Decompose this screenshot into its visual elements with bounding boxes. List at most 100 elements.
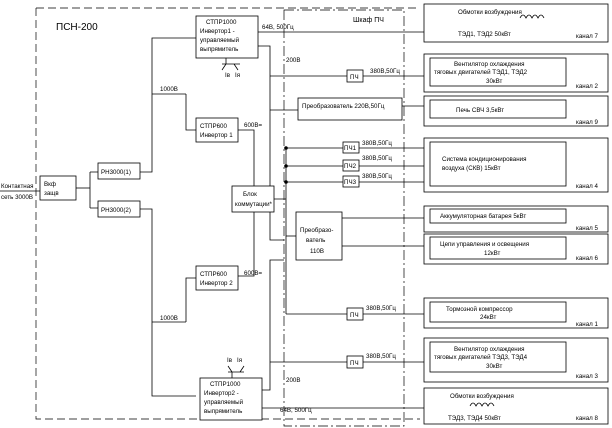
f380-5: 380В,50Гц	[366, 305, 396, 312]
bus-1000-bot	[140, 208, 196, 397]
bus-1000-top	[140, 37, 196, 173]
stpr1000-bot-l3: управляемый	[204, 399, 244, 406]
v600-bot-label: 600В=	[244, 270, 262, 277]
k8-coil-icon	[469, 402, 495, 407]
k6-ch: канал 6	[576, 255, 598, 262]
k6-inner	[429, 236, 567, 260]
stpr1000-top-box	[195, 15, 259, 59]
source-label-1: Контактная	[1, 183, 34, 190]
load-k8	[423, 387, 609, 425]
k8-l1: Обмотки возбуждения	[450, 393, 514, 400]
blok-box	[231, 185, 275, 213]
conv110-l3: 110В	[310, 248, 324, 255]
v600-top-label: 600В=	[244, 122, 262, 129]
k2-l2: тяговых двигателей ТЭД1, ТЭД2	[434, 69, 528, 76]
k4-ch: канал 4	[576, 183, 598, 190]
conv110-out	[342, 217, 430, 247]
source-label-2: сеть 3000В	[1, 194, 33, 201]
k3-inner	[429, 341, 567, 373]
conv220-box	[297, 97, 403, 121]
stpr600-top-box	[195, 117, 239, 143]
blok-l2: коммутации*	[235, 201, 273, 208]
pch1-box	[342, 141, 360, 154]
v1000-top-label: 1000В	[160, 86, 178, 93]
conv110-box	[295, 211, 343, 261]
k8-ch: канал 8	[576, 415, 598, 422]
stpr600-bot-box	[195, 265, 239, 291]
pch2-box	[342, 159, 360, 172]
conv220-label: Преобразователь 220В,50Гц	[302, 103, 385, 110]
stpr1000-top-l4: выпрямитель	[200, 46, 238, 53]
cabinet-boundary	[283, 9, 405, 427]
node-1	[284, 146, 288, 150]
k3-l3: 30кВт	[486, 363, 503, 370]
k3-l1: Вентилятор охлаждения	[454, 346, 525, 353]
stpr600-top-l1: СТПР600	[200, 123, 227, 130]
k3-ch: канал 3	[576, 373, 598, 380]
k8-l2: ТЭД3, ТЭД4 50кВт	[448, 415, 501, 422]
f380-3: 380В,50Гц	[362, 155, 392, 162]
stpr1000-bot-l1: СТПР1000	[210, 381, 241, 388]
k2-ch: канал 2	[576, 83, 598, 90]
blok-bus	[274, 148, 287, 314]
k9-ch: канал 9	[576, 119, 598, 126]
v200-bot-label: 200В	[286, 377, 300, 384]
v1000-bot-label: 1000В	[160, 315, 178, 322]
k5-inner	[429, 208, 567, 224]
stpr1000-bot-l4: выпрямитель	[204, 408, 242, 415]
pch-k3-label: ПЧ	[350, 360, 359, 367]
load-k7	[423, 3, 609, 43]
f380-1: 380В,50Гц	[370, 68, 400, 75]
k2-l3: 30кВт	[486, 78, 503, 85]
k4-inner	[429, 141, 567, 187]
cabinet-label: Шкаф ПЧ	[353, 17, 384, 24]
k7-coil-icon	[519, 14, 545, 19]
k9-l1: Печь СВЧ 3,5кВт	[456, 107, 504, 114]
fuse-box	[39, 175, 77, 201]
fuse-label-1: Вкф	[44, 181, 56, 188]
split-bus	[89, 171, 98, 209]
stpr1000-top-l1: СТПР1000	[206, 19, 237, 26]
ctrl-top	[221, 58, 240, 71]
k7-l1: Обмотки возбуждения	[458, 9, 522, 16]
k7-l2: ТЭД1, ТЭД2 50кВт	[458, 31, 511, 38]
rn1-label: РН3000(1)	[101, 169, 131, 176]
bus-200v-bot	[262, 259, 284, 391]
ia-top-2: Iя	[235, 72, 240, 79]
stpr1000-top-l3: управляемый	[200, 37, 240, 44]
ia-top-1: Iв	[225, 72, 231, 79]
blok-l1: Блок	[243, 191, 257, 198]
k2-inner	[429, 57, 567, 87]
k1-l2: 24кВт	[480, 314, 497, 321]
pch123-in	[286, 147, 343, 183]
k6-l2: 12кВт	[484, 250, 501, 257]
v200-top-label: 200В	[286, 57, 300, 64]
v64-bot-label: 64В, 500Гц	[280, 407, 312, 414]
k4-l1: Система кондиционирования	[442, 156, 526, 163]
k9-inner	[429, 99, 567, 119]
stpr1000-top-l2: Инвертор1 -	[200, 28, 235, 35]
conv110-l2: ватель	[306, 237, 325, 244]
k2-l1: Вентилятор охлаждения	[454, 61, 525, 68]
pch1-label: ПЧ1	[344, 145, 357, 152]
f380-2: 380В,50Гц	[362, 140, 392, 147]
bus-600v-bot-link	[238, 212, 255, 277]
bus-200v-top	[258, 45, 284, 241]
v64-top-label: 64В, 500Гц	[262, 24, 294, 31]
bus-600v-top	[238, 129, 262, 191]
pch123-out	[359, 147, 430, 183]
psn200-boundary	[35, 7, 420, 420]
node-3	[284, 180, 288, 184]
k5-l1: Аккумуляторная батарея 5кВт	[440, 213, 526, 220]
stpr1000-bot-l2: Инвертор2 -	[204, 390, 239, 397]
f380-4: 380В,50Гц	[362, 173, 392, 180]
rn1-box	[97, 162, 141, 180]
rn2-label: РН3000(2)	[101, 207, 131, 214]
ia-bot-2: Iя	[237, 357, 242, 364]
k3-l2: тяговых двигателей ТЭД3, ТЭД4	[434, 354, 528, 361]
pch3-box	[342, 175, 360, 188]
stpr600-bot-l2: Инвертор 2	[200, 280, 233, 287]
ia-bot-1: Iв	[227, 357, 233, 364]
conv110-l1: Преобразо-	[300, 227, 333, 234]
